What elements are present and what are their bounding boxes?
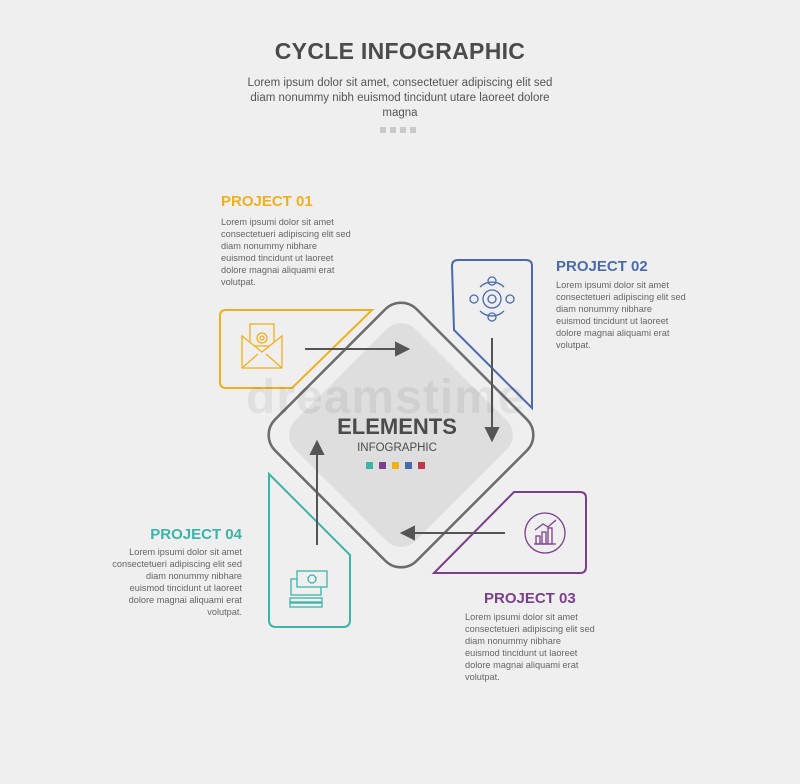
cycle-arrows (305, 338, 505, 545)
project-04-frame (268, 471, 351, 628)
project-02-text: Lorem ipsumi dolor sit amet consectetuer… (556, 280, 686, 350)
project-02-frame (450, 259, 533, 411)
envelope-gear-icon (241, 323, 283, 369)
project-01-text: Lorem ipsumi dolor sit amet consectetuer… (221, 217, 351, 287)
project-04-text: Lorem ipsumi dolor sit amet consectetuer… (112, 547, 242, 617)
decorative-dots (380, 127, 416, 133)
swatch (366, 462, 373, 469)
swatch (418, 462, 425, 469)
center-diamond-outline (267, 301, 535, 569)
gear-network-icon (469, 276, 515, 322)
center-diamond-fill (289, 323, 513, 547)
project-03-text: Lorem ipsumi dolor sit amet consectetuer… (465, 612, 595, 682)
watermark: dreamstime (246, 371, 526, 424)
money-stack-icon (289, 570, 328, 608)
color-swatches (366, 462, 425, 469)
chart-growth-icon (524, 512, 566, 554)
center-subtitle: INFOGRAPHIC (357, 442, 437, 454)
project-01-title: PROJECT 01 (221, 193, 313, 210)
center-title: ELEMENTS (337, 414, 457, 439)
project-03-title: PROJECT 03 (484, 590, 576, 607)
project-02-title: PROJECT 02 (556, 258, 648, 275)
page-subtitle: Lorem ipsum dolor sit amet, consectetuer… (247, 77, 553, 119)
swatch (405, 462, 412, 469)
swatch (392, 462, 399, 469)
project-04-title: PROJECT 04 (150, 526, 242, 543)
page-title: CYCLE INFOGRAPHIC (274, 38, 526, 64)
swatch (379, 462, 386, 469)
